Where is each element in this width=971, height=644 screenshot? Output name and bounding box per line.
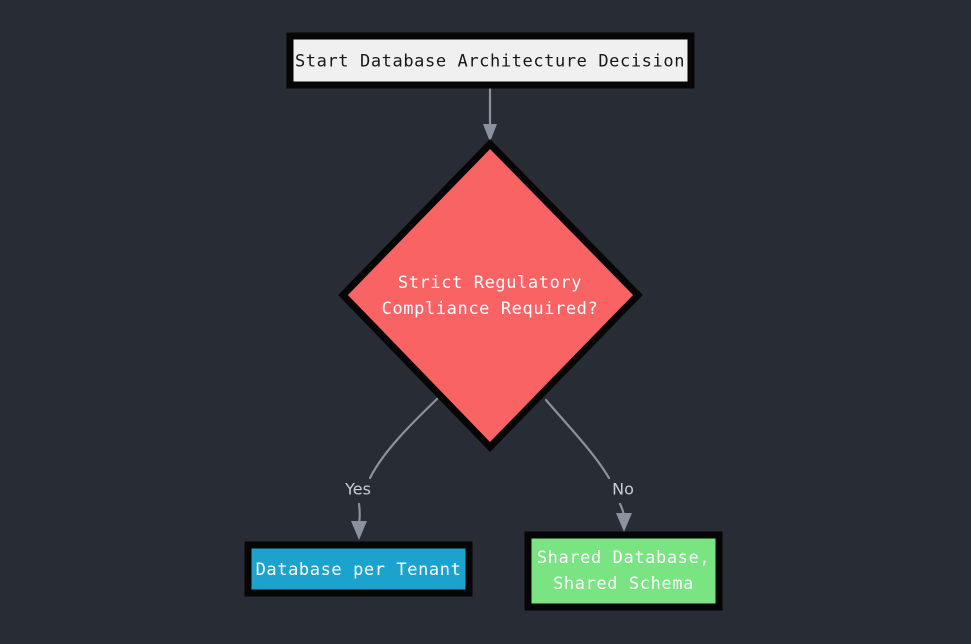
edge-start-to-decision xyxy=(483,84,497,142)
arrow-head-start-decision xyxy=(483,124,497,142)
node-start-label: Start Database Architecture Decision xyxy=(295,52,685,72)
node-decision-shape[interactable] xyxy=(338,138,643,453)
node-shared-database-label-line2: Shared Schema xyxy=(553,574,694,594)
edge-decision-no: No xyxy=(544,398,634,532)
node-shared-database-shared-schema-shape[interactable] xyxy=(524,531,723,611)
node-start-shape[interactable] xyxy=(286,32,695,89)
node-decision[interactable]: Strict Regulatory Compliance Required? xyxy=(338,138,643,453)
edge-line-no-upper xyxy=(544,398,611,480)
node-start[interactable]: Start Database Architecture Decision xyxy=(286,32,695,89)
edge-label-no: No xyxy=(612,480,634,499)
arrow-head-no xyxy=(616,513,632,532)
edge-decision-yes: Yes xyxy=(344,397,439,540)
arrow-head-yes xyxy=(351,521,367,540)
node-shared-database-shared-schema[interactable]: Shared Database, Shared Schema xyxy=(524,531,723,611)
node-database-per-tenant-label: Database per Tenant xyxy=(256,560,462,580)
edge-line-yes-upper xyxy=(368,397,439,480)
node-database-per-tenant-shape[interactable] xyxy=(244,541,473,597)
node-database-per-tenant[interactable]: Database per Tenant xyxy=(244,541,473,597)
edge-label-yes: Yes xyxy=(344,480,371,499)
node-shared-database-label-line1: Shared Database, xyxy=(537,548,710,568)
node-decision-label-line1: Strict Regulatory xyxy=(398,273,582,293)
node-decision-label-line2: Compliance Required? xyxy=(382,299,599,319)
